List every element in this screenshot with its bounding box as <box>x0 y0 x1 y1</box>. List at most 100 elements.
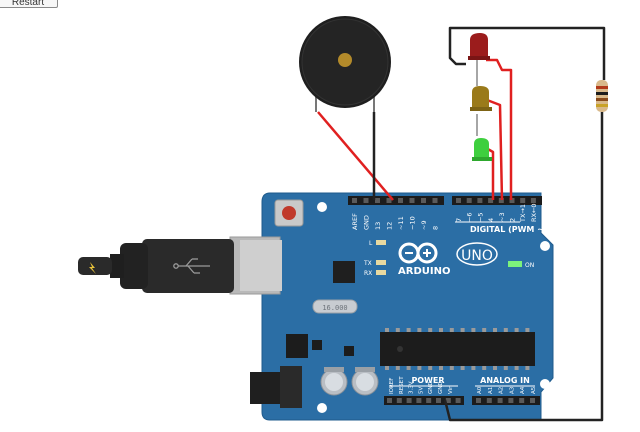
usb-icon <box>173 258 210 274</box>
header-pin[interactable] <box>486 398 492 403</box>
power-jack <box>250 366 302 408</box>
chip-pin <box>525 366 530 370</box>
gnd-wire <box>443 112 604 422</box>
header-pin[interactable] <box>445 398 451 403</box>
pin-label: A2 <box>499 387 505 394</box>
pin-label: RX←0 <box>530 203 538 222</box>
pin-label: 7 <box>455 218 463 222</box>
header-pin[interactable] <box>409 198 415 203</box>
chip-pin <box>460 366 465 370</box>
header-pin[interactable] <box>455 398 461 403</box>
red-led[interactable] <box>468 33 490 70</box>
lightning-icon <box>89 262 96 274</box>
header-pin[interactable] <box>530 198 536 203</box>
header-pin[interactable] <box>375 198 380 203</box>
chip-pin <box>449 328 454 332</box>
resistor[interactable] <box>596 80 608 112</box>
header-pin[interactable] <box>488 198 494 203</box>
led-tx-label: TX <box>363 260 372 267</box>
header-pin[interactable] <box>466 198 472 203</box>
header-pin[interactable] <box>396 398 402 403</box>
power-title: POWER <box>411 376 444 385</box>
capacitor <box>320 367 348 396</box>
header-pin[interactable] <box>363 198 369 203</box>
header-pin[interactable] <box>398 198 403 203</box>
pin-label: 2 <box>509 218 517 222</box>
pin-label: TX→1 <box>519 204 527 223</box>
crystal <box>312 299 358 314</box>
header-pin[interactable] <box>436 398 441 403</box>
voltage-regulator <box>286 334 308 358</box>
chip-pin <box>493 328 497 332</box>
arduino-logo-icon <box>398 242 438 264</box>
pin-label: 8 <box>432 226 440 230</box>
chip-pin <box>395 366 400 370</box>
buzzer-red-wire <box>317 111 394 201</box>
pin-label: A5 <box>531 386 537 394</box>
header-pin[interactable] <box>426 398 432 403</box>
header-pin[interactable] <box>508 398 514 403</box>
yellow-led[interactable] <box>470 86 492 111</box>
header-pin[interactable] <box>456 198 461 203</box>
restart-button[interactable]: Restart <box>0 0 58 8</box>
chip-pin <box>417 366 422 370</box>
chip-pin <box>385 366 389 370</box>
pin-label: RESET <box>399 376 405 394</box>
chip-pin <box>482 328 487 332</box>
pin-label: ~3 <box>498 212 506 222</box>
led-l-label: L <box>369 240 373 247</box>
header-pin[interactable] <box>498 198 504 203</box>
digital-header-right <box>452 196 542 205</box>
header-pin[interactable] <box>477 198 483 203</box>
pin-label: 13 <box>374 222 382 230</box>
header-pin[interactable] <box>421 198 426 203</box>
pin-label: 5V <box>418 387 424 394</box>
header-pin[interactable] <box>406 398 412 403</box>
header-pin[interactable] <box>509 198 515 203</box>
header-pin[interactable] <box>497 398 503 403</box>
usb-cable-icon[interactable] <box>78 236 282 295</box>
chip-pin <box>460 328 465 332</box>
pin-label: AREF <box>351 213 359 230</box>
pin-label: 3.3V <box>409 381 415 394</box>
pin-label: ~11 <box>397 216 405 230</box>
header-pin[interactable] <box>416 398 422 403</box>
cathode-bus-wire <box>448 26 606 80</box>
yellow-led-wire <box>486 98 504 201</box>
green-led[interactable] <box>472 138 492 161</box>
header-pin[interactable] <box>387 398 392 403</box>
chip-pin <box>514 366 519 370</box>
pin-label: ~10 <box>409 216 417 230</box>
chip-pin <box>439 366 443 370</box>
header-pin[interactable] <box>476 398 481 403</box>
pin-label: 4 <box>487 218 495 222</box>
piezo-buzzer[interactable] <box>299 16 391 112</box>
header-pin[interactable] <box>386 198 392 203</box>
chip-pin <box>406 328 411 332</box>
chip-pin <box>406 366 411 370</box>
digital-title: DIGITAL (PWM ~) <box>470 225 548 234</box>
pin-label: GND <box>438 381 444 394</box>
chip-pin <box>417 328 422 332</box>
pin-label: ~5 <box>476 212 484 222</box>
header-pin[interactable] <box>432 198 438 203</box>
analog-title: ANALOG IN <box>480 376 530 385</box>
reset-button-cap[interactable] <box>282 206 296 220</box>
atmega-chip <box>380 332 535 366</box>
pin-label: 12 <box>386 222 394 230</box>
mounting-hole <box>540 241 550 251</box>
analog-header <box>472 396 540 405</box>
mounting-hole <box>317 202 327 212</box>
header-pin[interactable] <box>530 398 535 403</box>
chip-pin <box>395 328 400 332</box>
red-led-wire <box>486 58 513 200</box>
header-pin[interactable] <box>520 198 526 203</box>
header-pin[interactable] <box>519 398 525 403</box>
chip-pin <box>428 328 433 332</box>
capacitor <box>351 367 379 396</box>
header-pin[interactable] <box>352 198 357 203</box>
mounting-hole <box>317 403 327 413</box>
led-tx <box>376 260 386 265</box>
